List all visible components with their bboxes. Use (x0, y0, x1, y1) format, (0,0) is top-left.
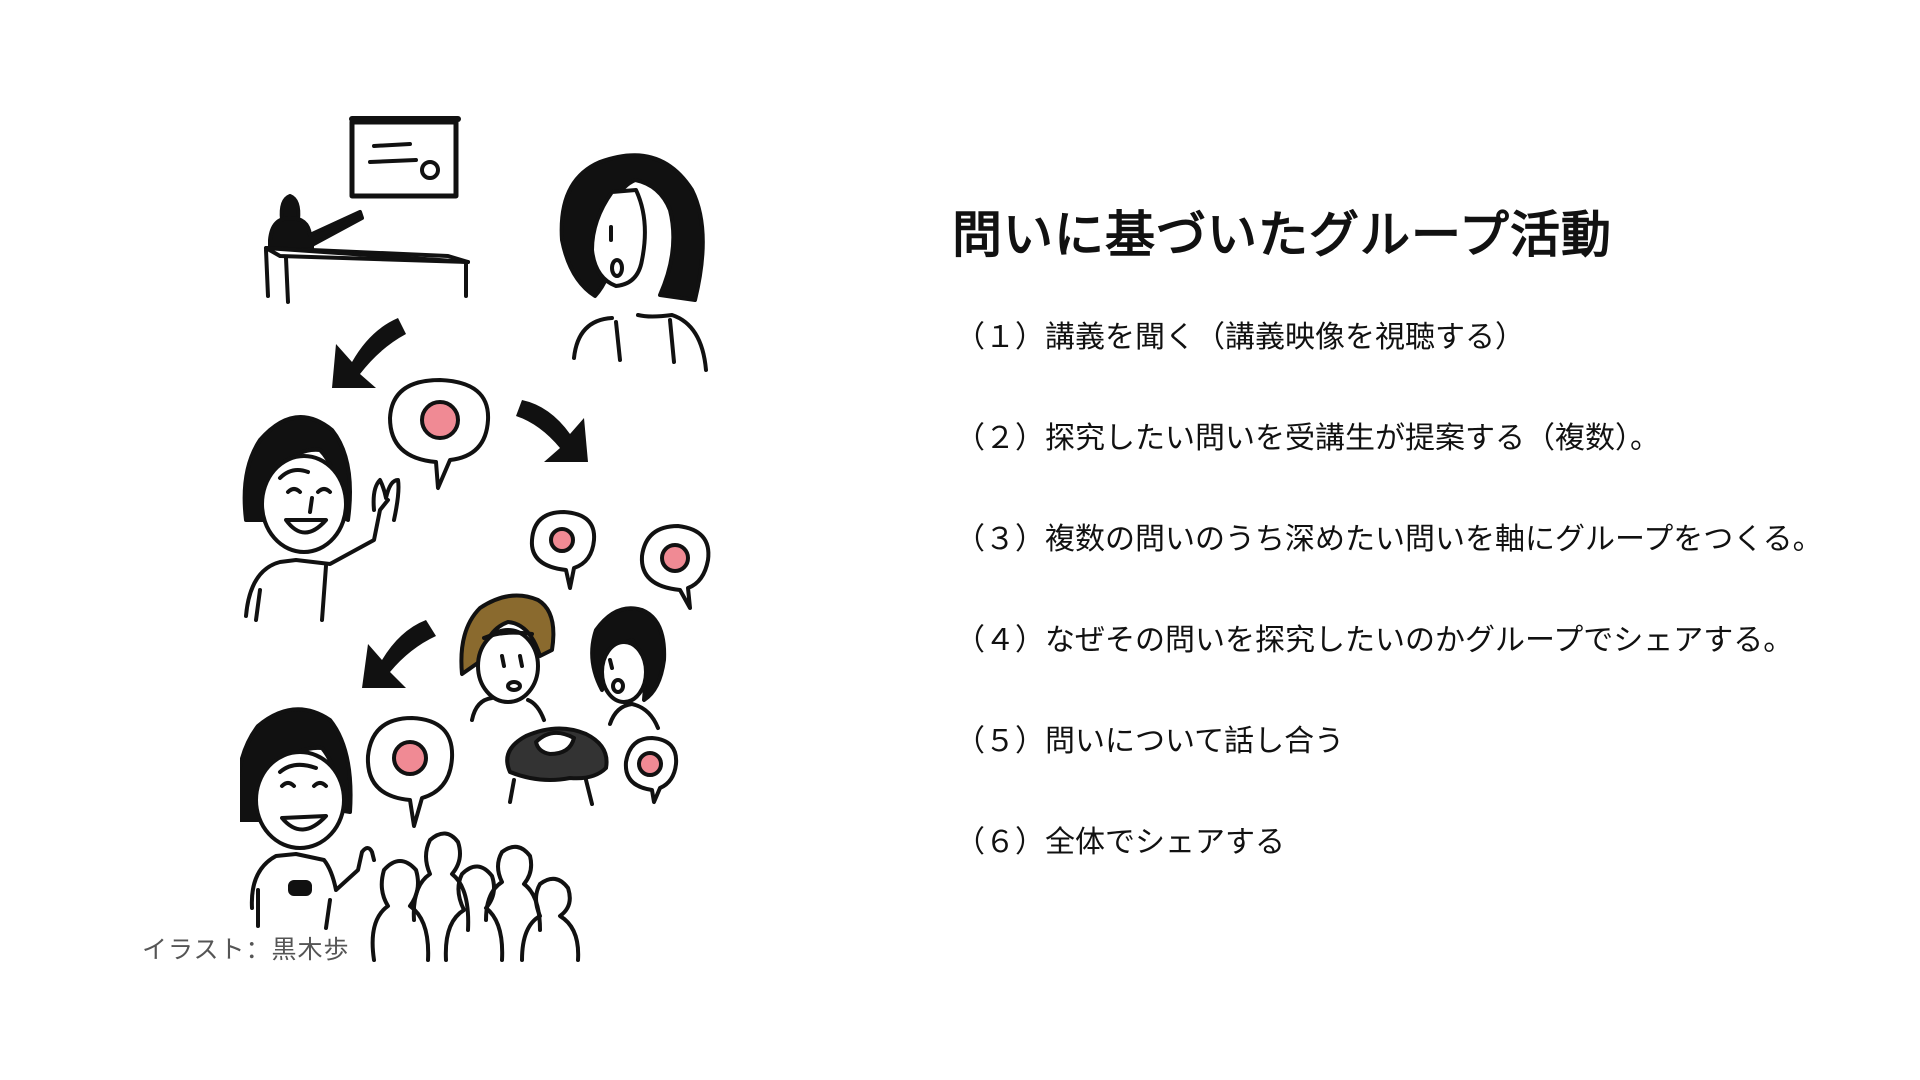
group-activity-illustration (240, 116, 711, 962)
lecture-scene-icon (264, 116, 470, 304)
arrow-down-left-icon (362, 620, 436, 688)
list-item: （３）複数の問いのうち深めたい問いを軸にグループをつくる。 (955, 522, 1823, 557)
list-item: （１）講義を聞く（講義映像を視聴する） (955, 320, 1525, 355)
list-item: （５）問いについて話し合う (955, 724, 1345, 759)
speech-bubble-icon (365, 716, 455, 828)
proposing-student-icon (242, 415, 401, 622)
listening-student-icon (559, 153, 708, 372)
speech-bubble-icon (388, 378, 491, 490)
list-item: （２）探究したい問いを受講生が提案する（複数）。 (955, 421, 1660, 456)
arrow-down-right-icon (516, 400, 588, 462)
activity-steps-list: （１）講義を聞く（講義映像を視聴する） （２）探究したい問いを受講生が提案する（… (955, 318, 1823, 924)
arrow-down-left-icon (332, 318, 406, 388)
list-item: （４）なぜその問いを探究したいのかグループでシェアする。 (955, 623, 1794, 658)
list-item: （６）全体でシェアする (955, 825, 1285, 860)
illustration-credit: イラスト：黒木歩 (142, 935, 350, 964)
sharing-student-icon (240, 707, 376, 930)
group-discussion-icon (459, 510, 711, 806)
page-title: 問いに基づいたグループ活動 (952, 206, 1612, 264)
audience-icon (370, 831, 581, 962)
